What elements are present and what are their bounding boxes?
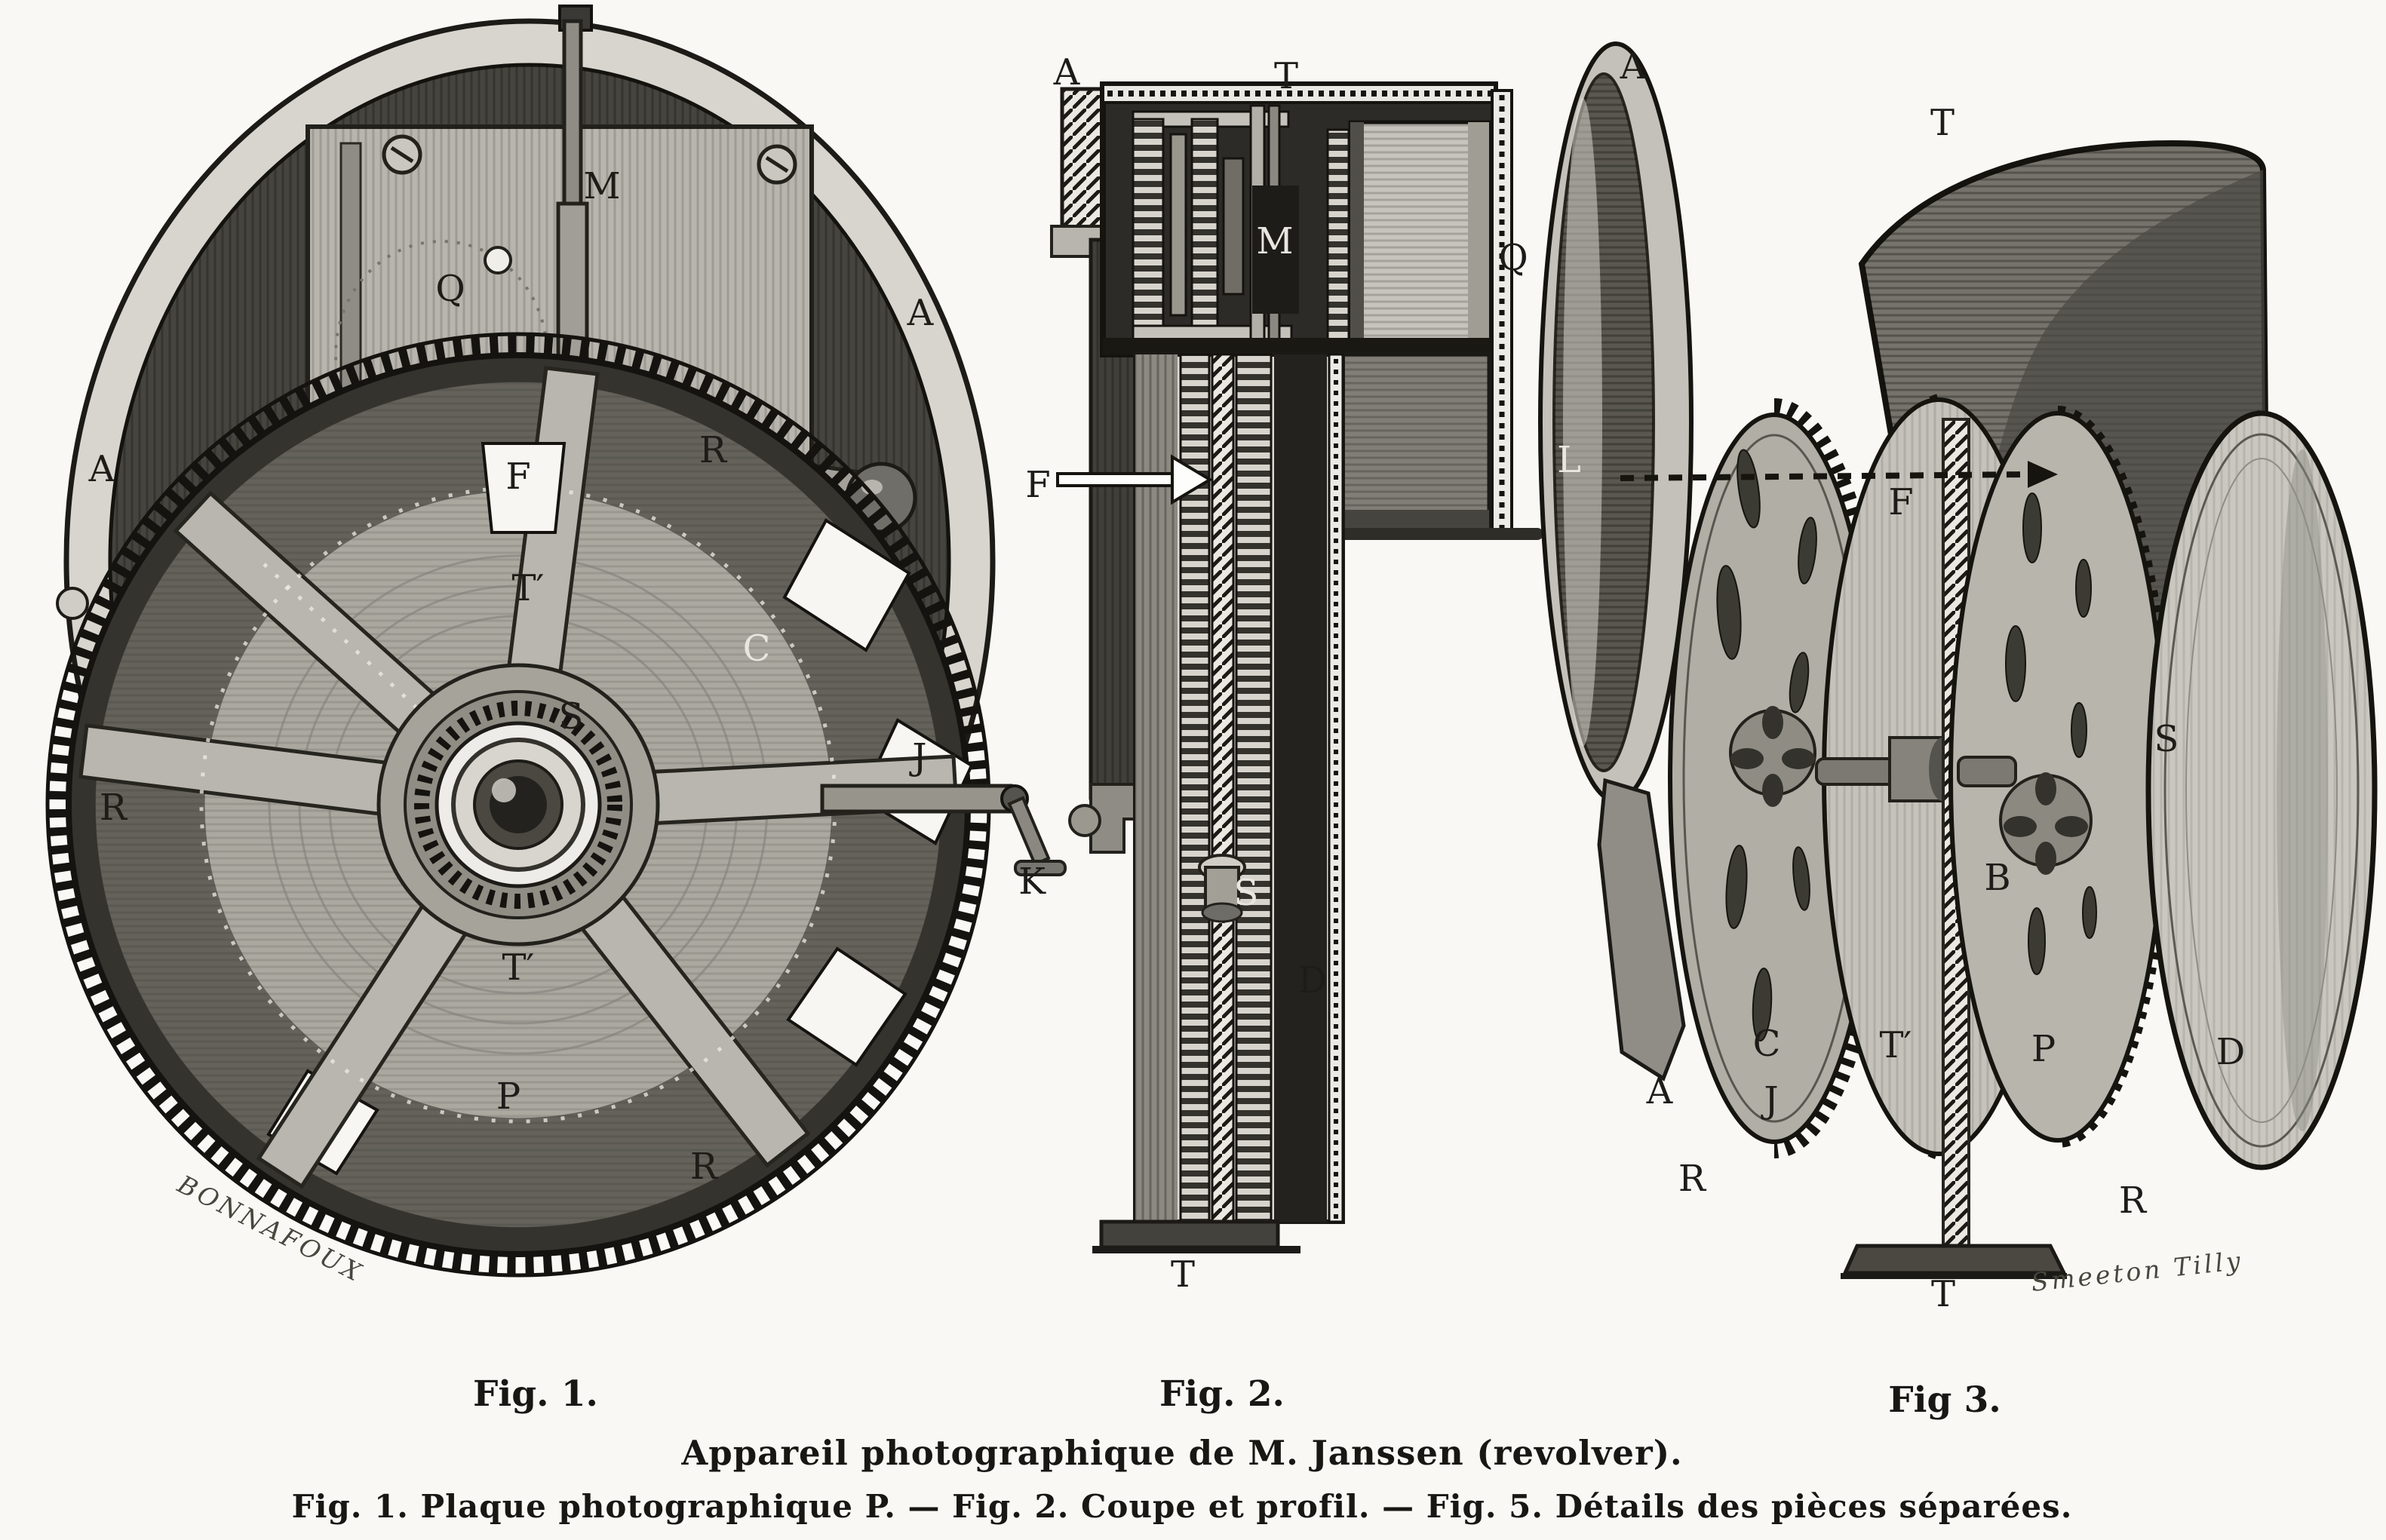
part-label-fig3: L xyxy=(1557,439,1581,481)
fig1-crank-k xyxy=(820,784,1067,876)
fig1-caption: Fig. 1. xyxy=(473,1373,598,1415)
fig3-pieces-separees: A T L F S B C T′ P D A J R R T Smeeton Tilly Fig 3. xyxy=(1538,41,2378,1421)
fig3-disc-p xyxy=(1948,406,2173,1148)
part-label-fig1: P xyxy=(496,1075,520,1118)
part-label-fig2: T xyxy=(1171,1253,1195,1296)
part-label-fig1: R xyxy=(100,787,128,829)
part-label-fig3: J xyxy=(1760,1079,1778,1121)
fig2-part-labels: A T M Q F S D T xyxy=(1025,51,1528,1296)
fig3-guide-arrow xyxy=(1620,461,2058,488)
fig3-ring-l xyxy=(1538,41,1694,1081)
fig2-top-box xyxy=(1100,81,1498,357)
part-label-fig3: T′ xyxy=(1880,1024,1912,1066)
fig1-lens-hub xyxy=(376,663,660,946)
part-label-fig3: R xyxy=(2119,1180,2148,1222)
part-label-fig3: R xyxy=(1678,1158,1707,1200)
part-label-fig1: K xyxy=(1018,860,1046,903)
part-label-fig2: A xyxy=(1053,51,1081,94)
part-label-fig3: P xyxy=(2031,1028,2056,1070)
part-label-fig2: D xyxy=(1298,959,1327,1002)
f-window xyxy=(481,442,567,534)
part-label-fig1: S xyxy=(559,695,584,738)
fig3-part-labels: A T L F S B C T′ P D A J R R T xyxy=(1557,45,2245,1315)
part-label-fig2: M xyxy=(1256,220,1293,262)
part-label-fig1: J xyxy=(908,736,926,778)
part-label-fig3: C xyxy=(1753,1023,1781,1065)
part-label-fig3: T xyxy=(1931,1273,1955,1315)
fig2-direction-arrow xyxy=(1056,454,1213,505)
fig2-coupe-et-profil: A T M Q F S D T Fig. 2. xyxy=(1025,51,1543,1415)
part-label-fig3: S xyxy=(2154,718,2179,760)
fig1-part-labels: M Q A A F R T′ C S J R K T′ P R xyxy=(88,165,1046,1188)
part-label-fig3: B xyxy=(1984,857,2010,899)
part-label-fig2: S xyxy=(1234,872,1259,914)
part-label-fig1: M xyxy=(583,165,620,207)
part-label-fig1: F xyxy=(505,456,530,498)
part-label-fig3: A xyxy=(1646,1070,1674,1112)
part-label-fig3: D xyxy=(2216,1031,2245,1073)
part-label-fig1: T′ xyxy=(512,567,545,609)
part-label-fig1: R xyxy=(690,1146,719,1188)
plate-legend: Fig. 1. Plaque photographique P. — Fig. … xyxy=(292,1488,2073,1525)
part-label-fig1: C xyxy=(743,627,771,670)
part-label-fig2: F xyxy=(1025,464,1050,506)
plate-title: Appareil photographique de M. Janssen (r… xyxy=(680,1433,1682,1473)
sector-window xyxy=(782,518,911,652)
part-label-fig2: Q xyxy=(1498,237,1528,279)
fig3-disc-d xyxy=(2145,410,2378,1171)
part-label-fig1: A xyxy=(88,448,116,490)
part-label-fig1: Q xyxy=(435,268,465,310)
part-label-fig2: T xyxy=(1274,55,1298,97)
sector-window xyxy=(786,946,907,1067)
part-label-fig1: R xyxy=(699,429,728,471)
part-label-fig3: A xyxy=(1620,45,1647,87)
part-label-fig3: F xyxy=(1888,481,1913,523)
engraver-signature: Smeeton Tilly xyxy=(2030,1246,2245,1297)
part-label-fig3: T xyxy=(1930,102,1955,144)
fig2-caption: Fig. 2. xyxy=(1159,1373,1285,1415)
fig2-rack-column xyxy=(1133,352,1345,1224)
part-label-fig1: T′ xyxy=(502,946,535,989)
fig2-base-foot xyxy=(1092,1219,1300,1253)
fig2-q-door xyxy=(1491,89,1513,535)
part-label-fig1: A xyxy=(907,292,935,334)
fig3-caption: Fig 3. xyxy=(1888,1379,2001,1421)
